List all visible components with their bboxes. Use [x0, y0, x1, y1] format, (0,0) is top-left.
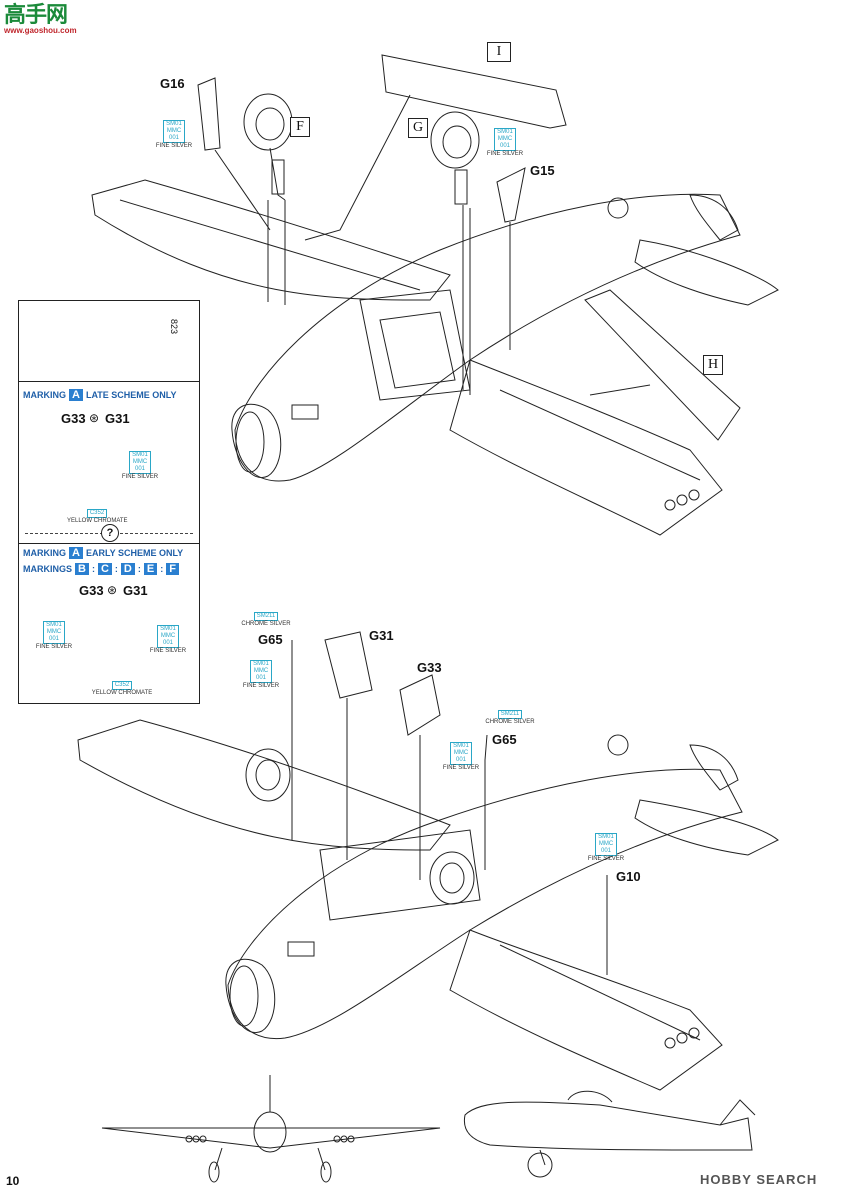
early-g31: G31 [123, 583, 148, 598]
bottom-right-wing [449, 929, 723, 1091]
wheel-F [243, 93, 293, 151]
part-label-g65-left: G65 [258, 632, 283, 647]
late-g33: G33 [61, 411, 86, 426]
top-right-wing [449, 359, 723, 536]
paint-callout-late-yellow: C352 YELLOW CHROMATE [67, 509, 128, 524]
bottom-fuselage [227, 768, 743, 1040]
bottom-fin [689, 744, 739, 791]
top-tailplane [634, 239, 779, 306]
top-fuselage [234, 193, 741, 482]
part-label-g10: G10 [616, 869, 641, 884]
wheel-G [430, 111, 480, 169]
callout-F: F [290, 117, 310, 137]
marking-options-panel: 823 MARKING A LATE SCHEME ONLY G33 ⊛ G31… [18, 300, 200, 704]
join-icon: ⊛ [89, 411, 100, 425]
hobby-search-logo: HOBBY SEARCH [700, 1172, 818, 1187]
paint-callout-g10: SM01 MMC 001 FINE SILVER [587, 833, 625, 862]
paint-callout-g65-right: SM01 MMC 001 FINE SILVER [442, 742, 480, 771]
part-label-g65-right: G65 [492, 732, 517, 747]
paint-callout-g16: SM01 MMC 001 FINE SILVER [155, 120, 193, 149]
part-label-g31: G31 [369, 628, 394, 643]
paint-callout-late-door: SM01 MMC 001 FINE SILVER [121, 451, 159, 480]
door-H [584, 289, 741, 441]
door-G31 [324, 631, 373, 699]
part-label-g15: G15 [530, 163, 555, 178]
late-marking-letter: A [69, 389, 83, 401]
part-G15 [496, 167, 526, 223]
paint-callout-g15: SM01 MMC 001 FINE SILVER [486, 128, 524, 157]
paint-callout-early-yellow: C352 YELLOW CHROMATE [91, 681, 153, 696]
top-fin [689, 194, 739, 241]
late-g31: G31 [105, 411, 130, 426]
part-G16 [197, 77, 221, 151]
callout-G: G [408, 118, 428, 138]
bottom-left-wing [77, 719, 451, 851]
top-cowling [231, 403, 282, 479]
paint-callout-early-door-left: SM01 MMC 001 FINE SILVER [35, 621, 73, 650]
pe-fret-number: 823 [169, 319, 179, 335]
join-icon-2: ⊛ [107, 583, 118, 597]
early-scheme-banner: MARKING A EARLY SCHEME ONLY [23, 547, 184, 559]
paint-callout-chrome-right: SM211 CHROME SILVER [485, 710, 535, 725]
late-scheme-banner: MARKING A LATE SCHEME ONLY [23, 389, 177, 401]
page-number: 10 [6, 1174, 20, 1188]
paint-callout-early-door-right: SM01 MMC 001 FINE SILVER [149, 625, 187, 654]
watermark-url: www.gaoshou.com [4, 26, 77, 35]
early-g33: G33 [79, 583, 104, 598]
paint-callout-g65-left: SM01 MMC 001 FINE SILVER [242, 660, 280, 689]
side-view-fuselage [463, 1101, 753, 1151]
bottom-tailplane [634, 799, 779, 856]
watermark-chars: 高手网 [4, 2, 68, 27]
markings-banner: MARKINGS B: C: D: E: F [23, 563, 179, 575]
question-icon: ? [101, 524, 119, 542]
bottom-cowling [225, 958, 276, 1034]
door-G33 [399, 674, 441, 736]
callout-H: H [703, 355, 723, 375]
watermark-logo: 高手网 www.gaoshou.com [4, 2, 77, 36]
part-label-g16: G16 [160, 76, 185, 91]
paint-callout-chrome-left: SM211 CHROME SILVER [241, 612, 291, 627]
callout-I: I [487, 42, 511, 62]
door-I [381, 54, 567, 129]
front-view-wing [101, 1127, 441, 1149]
early-marking-letter: A [69, 547, 83, 559]
top-left-wing [91, 179, 451, 301]
part-label-g33: G33 [417, 660, 442, 675]
